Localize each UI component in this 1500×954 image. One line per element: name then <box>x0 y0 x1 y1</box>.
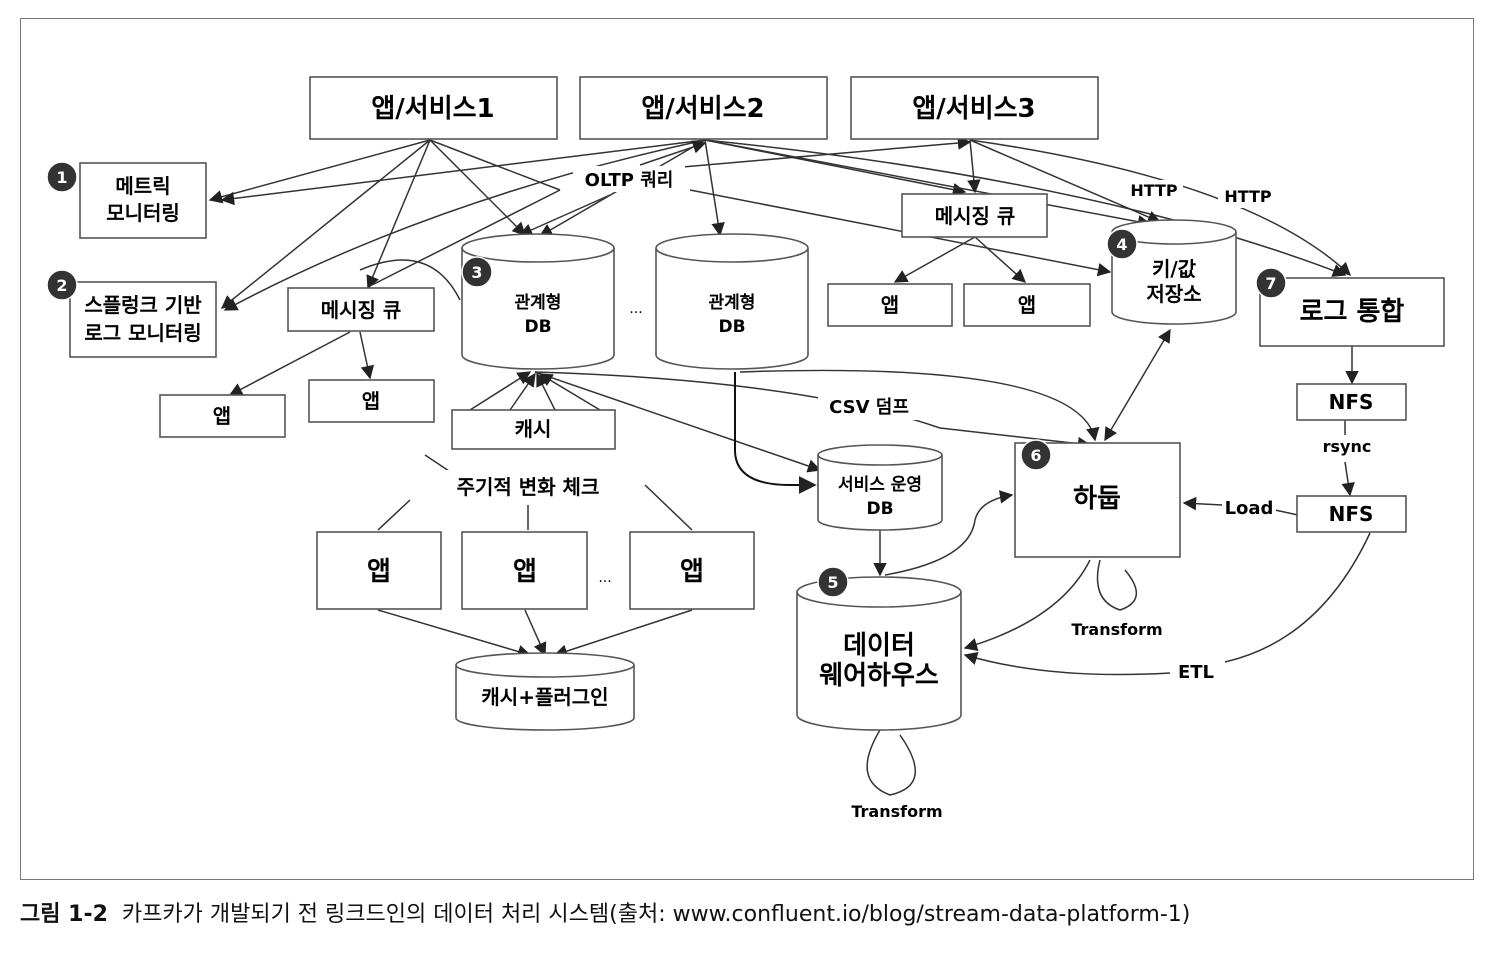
badge-1: 1 <box>46 161 78 193</box>
service-1: 앱/서비스1 <box>309 76 558 140</box>
badge-4: 4 <box>1106 228 1138 260</box>
edge-label-etl: ETL <box>1178 662 1214 683</box>
relational-db-1-line2: DB <box>524 317 551 337</box>
svg-text:4: 4 <box>1116 235 1127 254</box>
app-right-2: 앱 <box>963 283 1091 327</box>
app-bottom-2-label: 앱 <box>513 557 537 587</box>
edge-label-transform-hadoop: Transform <box>1071 620 1162 639</box>
service-2-label: 앱/서비스2 <box>641 94 764 124</box>
cache: 캐시 <box>451 409 616 450</box>
kv-store: 키/값 저장소 <box>1111 219 1237 325</box>
cache-plugin-label: 캐시+플러그인 <box>481 685 608 709</box>
edge-label-http-1: HTTP <box>1130 181 1178 200</box>
nfs-top: NFS <box>1296 383 1407 421</box>
splunk-monitoring-line2: 로그 모니터링 <box>84 321 201 345</box>
service-ops-db-line2: DB <box>866 499 893 519</box>
message-queue-right: 메시징 큐 <box>901 193 1048 238</box>
badge-5: 5 <box>817 566 849 598</box>
metric-monitoring-line2: 모니터링 <box>106 201 180 225</box>
log-integration: 로그 통합 <box>1259 277 1445 347</box>
app-right-1: 앱 <box>827 283 953 327</box>
hadoop-label: 하둡 <box>1073 484 1121 514</box>
data-warehouse-line2: 웨어하우스 <box>819 661 939 691</box>
relational-db-2-line2: DB <box>718 317 745 337</box>
message-queue-right-label: 메시징 큐 <box>935 204 1016 228</box>
nfs-top-label: NFS <box>1329 390 1374 414</box>
app-bottom-2: 앱 <box>461 531 588 610</box>
svg-text:3: 3 <box>471 263 482 282</box>
badge-6: 6 <box>1020 439 1052 471</box>
relational-db-2: 관계형 DB <box>655 233 809 370</box>
log-integration-label: 로그 통합 <box>1300 297 1405 327</box>
app-left-2: 앱 <box>308 379 435 423</box>
relational-db-1: 관계형 DB <box>461 233 615 370</box>
data-pipeline-diagram: 앱/서비스1 앱/서비스2 앱/서비스3 메트릭 모니터링 스플렁크 기반 로그… <box>46 76 1445 821</box>
nfs-bottom-label: NFS <box>1329 502 1374 526</box>
relational-db-1-line1: 관계형 <box>515 292 562 313</box>
relational-db-2-line1: 관계형 <box>709 292 756 313</box>
edge-label-load: Load <box>1225 498 1274 519</box>
edge-label-rsync: rsync <box>1323 437 1372 456</box>
badge-3: 3 <box>461 256 493 288</box>
figure-caption: 그림 1-2 카프카가 개발되기 전 링크드인의 데이터 처리 시스템(출처: w… <box>20 896 1190 928</box>
service-1-label: 앱/서비스1 <box>371 94 494 124</box>
svg-text:7: 7 <box>1265 274 1276 293</box>
app-bottom-3: 앱 <box>629 531 755 610</box>
app-left-1: 앱 <box>159 394 286 438</box>
app-bottom-1-label: 앱 <box>367 557 391 587</box>
cache-label: 캐시 <box>515 417 552 441</box>
badge-2: 2 <box>46 269 78 301</box>
splunk-monitoring: 스플렁크 기반 로그 모니터링 <box>69 281 217 358</box>
nfs-bottom: NFS <box>1296 495 1407 533</box>
figure-caption-label: 그림 1-2 <box>20 902 108 927</box>
edge-label-http-2: HTTP <box>1224 187 1272 206</box>
service-ops-db: 서비스 운영 DB <box>817 444 943 531</box>
periodic-check-label: 주기적 변화 체크 <box>457 475 600 499</box>
service-3: 앱/서비스3 <box>850 76 1099 140</box>
message-queue-left-label: 메시징 큐 <box>321 298 402 322</box>
cache-plugin: 캐시+플러그인 <box>455 652 635 731</box>
message-queue-left: 메시징 큐 <box>287 287 435 332</box>
data-warehouse: 데이터 웨어하우스 <box>796 576 962 731</box>
data-warehouse-line1: 데이터 <box>843 631 915 661</box>
splunk-monitoring-line1: 스플렁크 기반 <box>84 293 202 317</box>
db-ellipsis: ... <box>629 301 642 317</box>
kv-store-line1: 키/값 <box>1152 257 1197 281</box>
app-bottom-1: 앱 <box>316 531 442 610</box>
app-left-2-label: 앱 <box>362 389 380 413</box>
service-3-label: 앱/서비스3 <box>912 94 1035 124</box>
figure-caption-text: 카프카가 개발되기 전 링크드인의 데이터 처리 시스템(출처: www.con… <box>121 902 1191 927</box>
svg-text:5: 5 <box>827 573 838 592</box>
app-bottom-3-label: 앱 <box>680 557 704 587</box>
svg-text:2: 2 <box>56 276 67 295</box>
service-2: 앱/서비스2 <box>579 76 828 140</box>
edge-label-transform-dw: Transform <box>851 802 942 821</box>
app-ellipsis: ... <box>598 570 611 586</box>
metric-monitoring: 메트릭 모니터링 <box>79 162 207 239</box>
figure-frame <box>20 18 1474 880</box>
app-right-2-label: 앱 <box>1018 293 1036 317</box>
app-left-1-label: 앱 <box>213 404 231 428</box>
edge-label-oltp: OLTP 쿼리 <box>585 170 674 191</box>
svg-text:1: 1 <box>56 168 67 187</box>
app-right-1-label: 앱 <box>881 293 899 317</box>
metric-monitoring-line1: 메트릭 <box>115 174 170 198</box>
badge-7: 7 <box>1255 267 1287 299</box>
kv-store-line2: 저장소 <box>1146 282 1201 306</box>
service-ops-db-line1: 서비스 운영 <box>838 475 922 495</box>
edge-label-csv: CSV 덤프 <box>829 397 909 418</box>
svg-text:6: 6 <box>1030 446 1041 465</box>
